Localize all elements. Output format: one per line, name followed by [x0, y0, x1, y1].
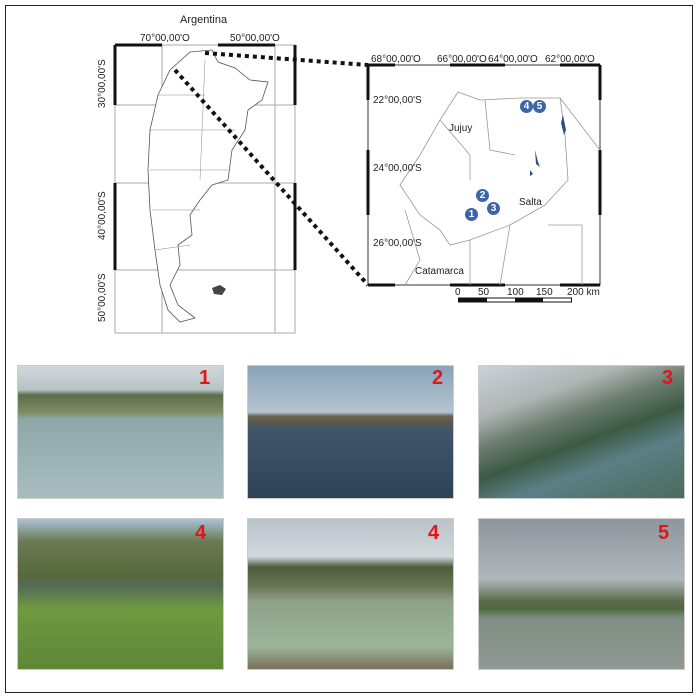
inset-lon-label: 62°00,00'O	[545, 54, 595, 65]
lon-label: 70°00,00'O	[140, 33, 190, 44]
photo-label: 1	[199, 367, 211, 389]
photo-label: 4	[195, 522, 207, 544]
lon-label: 50°00,00'O	[230, 33, 280, 44]
inset-lon-label: 68°00,00'O	[371, 54, 421, 65]
argentina-outline	[147, 49, 269, 323]
reservoir-photo-4b	[247, 518, 454, 670]
reservoir-photo-4a	[17, 518, 224, 670]
photo-label: 2	[432, 367, 444, 389]
site-marker-3: 3	[487, 202, 500, 215]
inset-lon-label: 64°00,00'O	[488, 54, 538, 65]
inset-lat-label: 22°00,00'S	[373, 95, 422, 106]
photo-label: 4	[428, 522, 440, 544]
scale-label: 50	[478, 287, 490, 298]
scale-label: 150	[536, 287, 553, 298]
province-label: Salta	[519, 197, 542, 208]
scale-label: 200 km	[567, 287, 600, 298]
inset-lat-label: 24°00,00'S	[373, 163, 422, 174]
site-marker-4: 4	[520, 100, 533, 113]
scale-label: 0	[455, 287, 461, 298]
site-marker-2: 2	[476, 189, 489, 202]
reservoir-photo-1	[17, 365, 224, 499]
figure-frame	[5, 5, 693, 693]
inset-lon-label: 66°00,00'O	[437, 54, 487, 65]
site-marker-5: 5	[533, 100, 546, 113]
dam-photo-3	[478, 365, 685, 499]
inset-lat-label: 26°00,00'S	[373, 238, 422, 249]
scale-label: 100	[507, 287, 524, 298]
photo-label: 3	[662, 367, 674, 389]
site-marker-1: 1	[465, 208, 478, 221]
reservoir-photo-2	[247, 365, 454, 499]
map-graphics	[113, 43, 602, 334]
province-label: Catamarca	[415, 266, 464, 277]
province-label: Jujuy	[449, 123, 473, 134]
reservoir-photo-5	[478, 518, 685, 670]
overview-title: Argentina	[180, 14, 228, 26]
inset-map	[366, 63, 602, 287]
photo-label: 5	[658, 522, 670, 544]
falkland-islands	[212, 285, 226, 295]
